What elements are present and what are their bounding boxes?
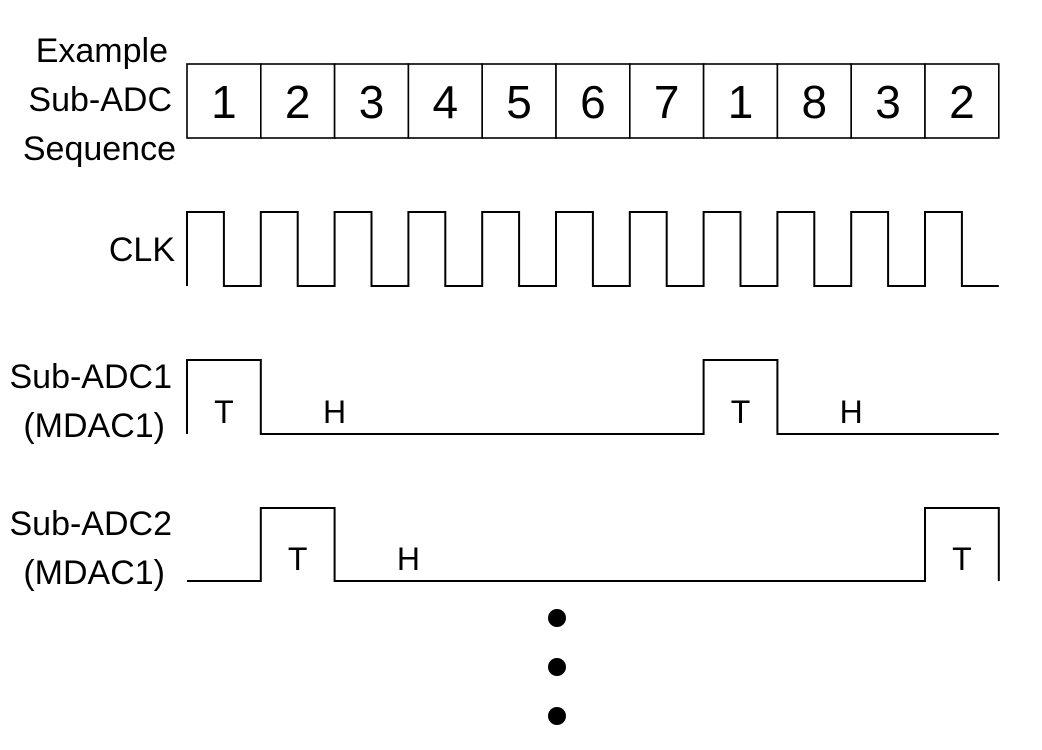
sequence-cell-value: 7: [654, 76, 680, 128]
sequence-cell-value: 5: [506, 76, 532, 128]
phase-label-h: H: [840, 394, 863, 430]
sequence-cell: [186, 63, 262, 139]
sequence-cell-value: 8: [802, 76, 828, 128]
ellipsis-dot: [548, 658, 566, 676]
sequence-cell: [702, 63, 779, 139]
ellipsis-dot: [548, 609, 566, 627]
phase-label-h: H: [397, 541, 420, 577]
clk-label: CLK: [109, 231, 175, 269]
sequence-cell-value: 2: [949, 76, 975, 128]
sequence-label-line3: Sequence: [23, 130, 176, 168]
clk-waveform: [186, 211, 999, 287]
sequence-cell-value: 2: [285, 76, 311, 128]
sequence-cell-value: 6: [580, 76, 606, 128]
sequence-cell-value: 1: [211, 76, 237, 128]
sequence-cell: [628, 63, 705, 139]
sequence-label-line2: Sub-ADC: [28, 81, 172, 119]
sequence-cell-value: 3: [875, 76, 901, 128]
phase-label-t: T: [731, 394, 751, 430]
sub-adc1-label-line1: Sub-ADC1: [9, 358, 172, 396]
sequence-cell: [776, 63, 853, 139]
phase-label-t: T: [952, 541, 972, 577]
sequence-cell-value: 3: [359, 76, 385, 128]
phase-label-t: T: [288, 541, 308, 577]
sub-adc2-label-line1: Sub-ADC2: [9, 505, 172, 543]
sequence-cell: [924, 63, 1000, 139]
ellipsis-dot: [548, 707, 566, 725]
phase-label-h: H: [323, 394, 346, 430]
phase-label-t: T: [214, 394, 234, 430]
sub-adc1-label-line2: (MDAC1): [23, 407, 165, 445]
sequence-cell-value: 1: [728, 76, 754, 128]
sub-adc2-label-line2: (MDAC1): [23, 554, 165, 592]
sequence-cell: [333, 63, 410, 139]
sequence-cell: [850, 63, 926, 139]
sequence-label-line1: Example: [36, 32, 168, 70]
signal-trace: [186, 359, 999, 435]
continuation-dots: [548, 609, 566, 725]
signal-trace: [187, 507, 1000, 582]
sequence-cell-value: 4: [433, 76, 459, 128]
sequence-cell: [481, 63, 557, 139]
sequence-cell: [555, 63, 631, 139]
sequence-cell: [259, 63, 336, 139]
